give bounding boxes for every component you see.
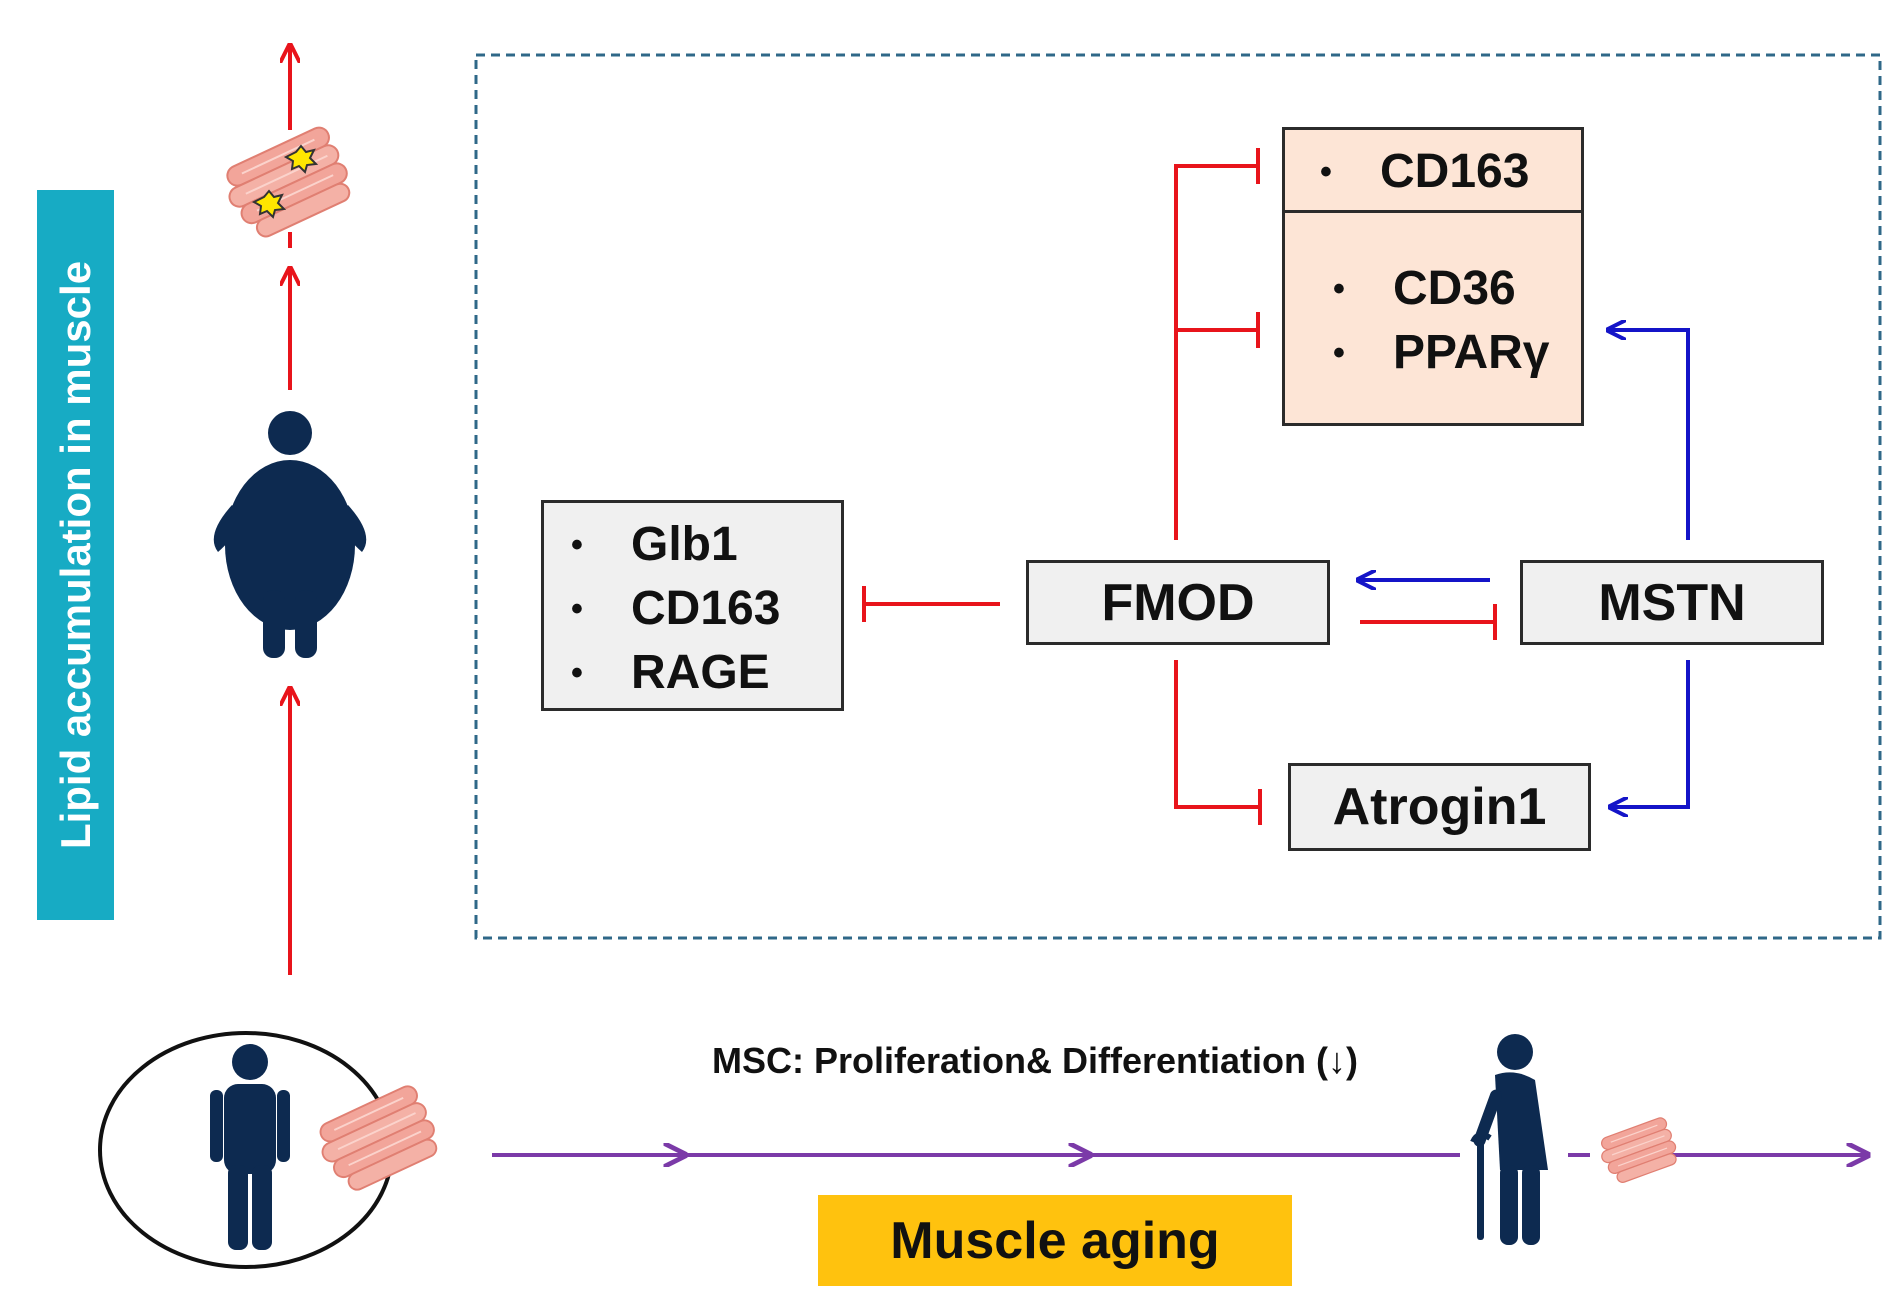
small-muscle-fiber-bundle-icon	[1595, 1115, 1682, 1188]
mstn-activation-arrows	[1358, 330, 1690, 807]
atrogin1-node: Atrogin1	[1288, 763, 1591, 851]
lipid-droplet-icon	[251, 144, 319, 219]
cd36-item: CD36	[1333, 257, 1550, 321]
glb1-cd163-rage-box: Glb1 CD163 RAGE	[541, 500, 844, 711]
muscle-fiber-bundle-icon	[310, 1081, 446, 1199]
obese-person-icon	[213, 411, 367, 658]
elderly-person-with-cane-icon	[1470, 1034, 1548, 1245]
msc-proliferation-label: MSC: Proliferation& Differentiation (↓)	[712, 1040, 1358, 1081]
ppar-gamma-item: PPARγ	[1333, 321, 1549, 385]
cd163-item: CD163	[1320, 140, 1530, 204]
cd163-box: CD163	[1282, 127, 1584, 213]
person-icon	[210, 1044, 290, 1250]
muscle-aging-label: Muscle aging	[818, 1195, 1292, 1286]
cd36-ppar-box: CD36 PPARγ	[1282, 210, 1584, 426]
rage-item: RAGE	[571, 641, 780, 705]
cd163-item: CD163	[571, 577, 781, 641]
mstn-node: MSTN	[1520, 560, 1824, 645]
fmod-inhibition-arrows	[862, 148, 1497, 825]
fmod-node: FMOD	[1026, 560, 1330, 645]
glb1-item: Glb1	[571, 513, 780, 577]
dashed-frame	[474, 53, 1882, 940]
lipid-accumulation-label: Lipid accumulation in muscle	[37, 190, 114, 920]
muscle-with-lipid-icon	[216, 122, 359, 246]
